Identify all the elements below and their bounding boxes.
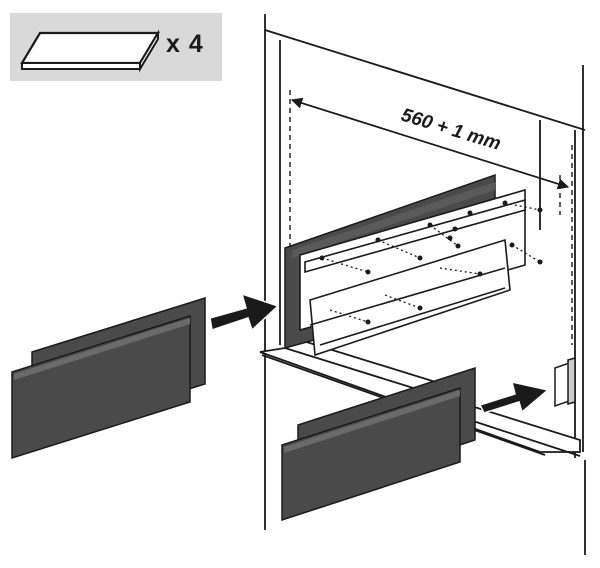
side-bracket — [554, 357, 576, 408]
right-panels — [281, 366, 476, 522]
connector-dots — [321, 202, 541, 323]
insert-arrow-upper — [209, 292, 280, 332]
guide-lines — [289, 90, 573, 345]
dimension-label: 560 + 1 mm — [399, 105, 504, 155]
mounting-rails — [299, 188, 526, 357]
quantity-label: x 4 — [166, 30, 204, 58]
panel-board-icon — [20, 29, 160, 73]
insert-arrow-lower — [478, 381, 550, 414]
dimension-line — [290, 97, 570, 190]
left-panels — [11, 296, 206, 460]
